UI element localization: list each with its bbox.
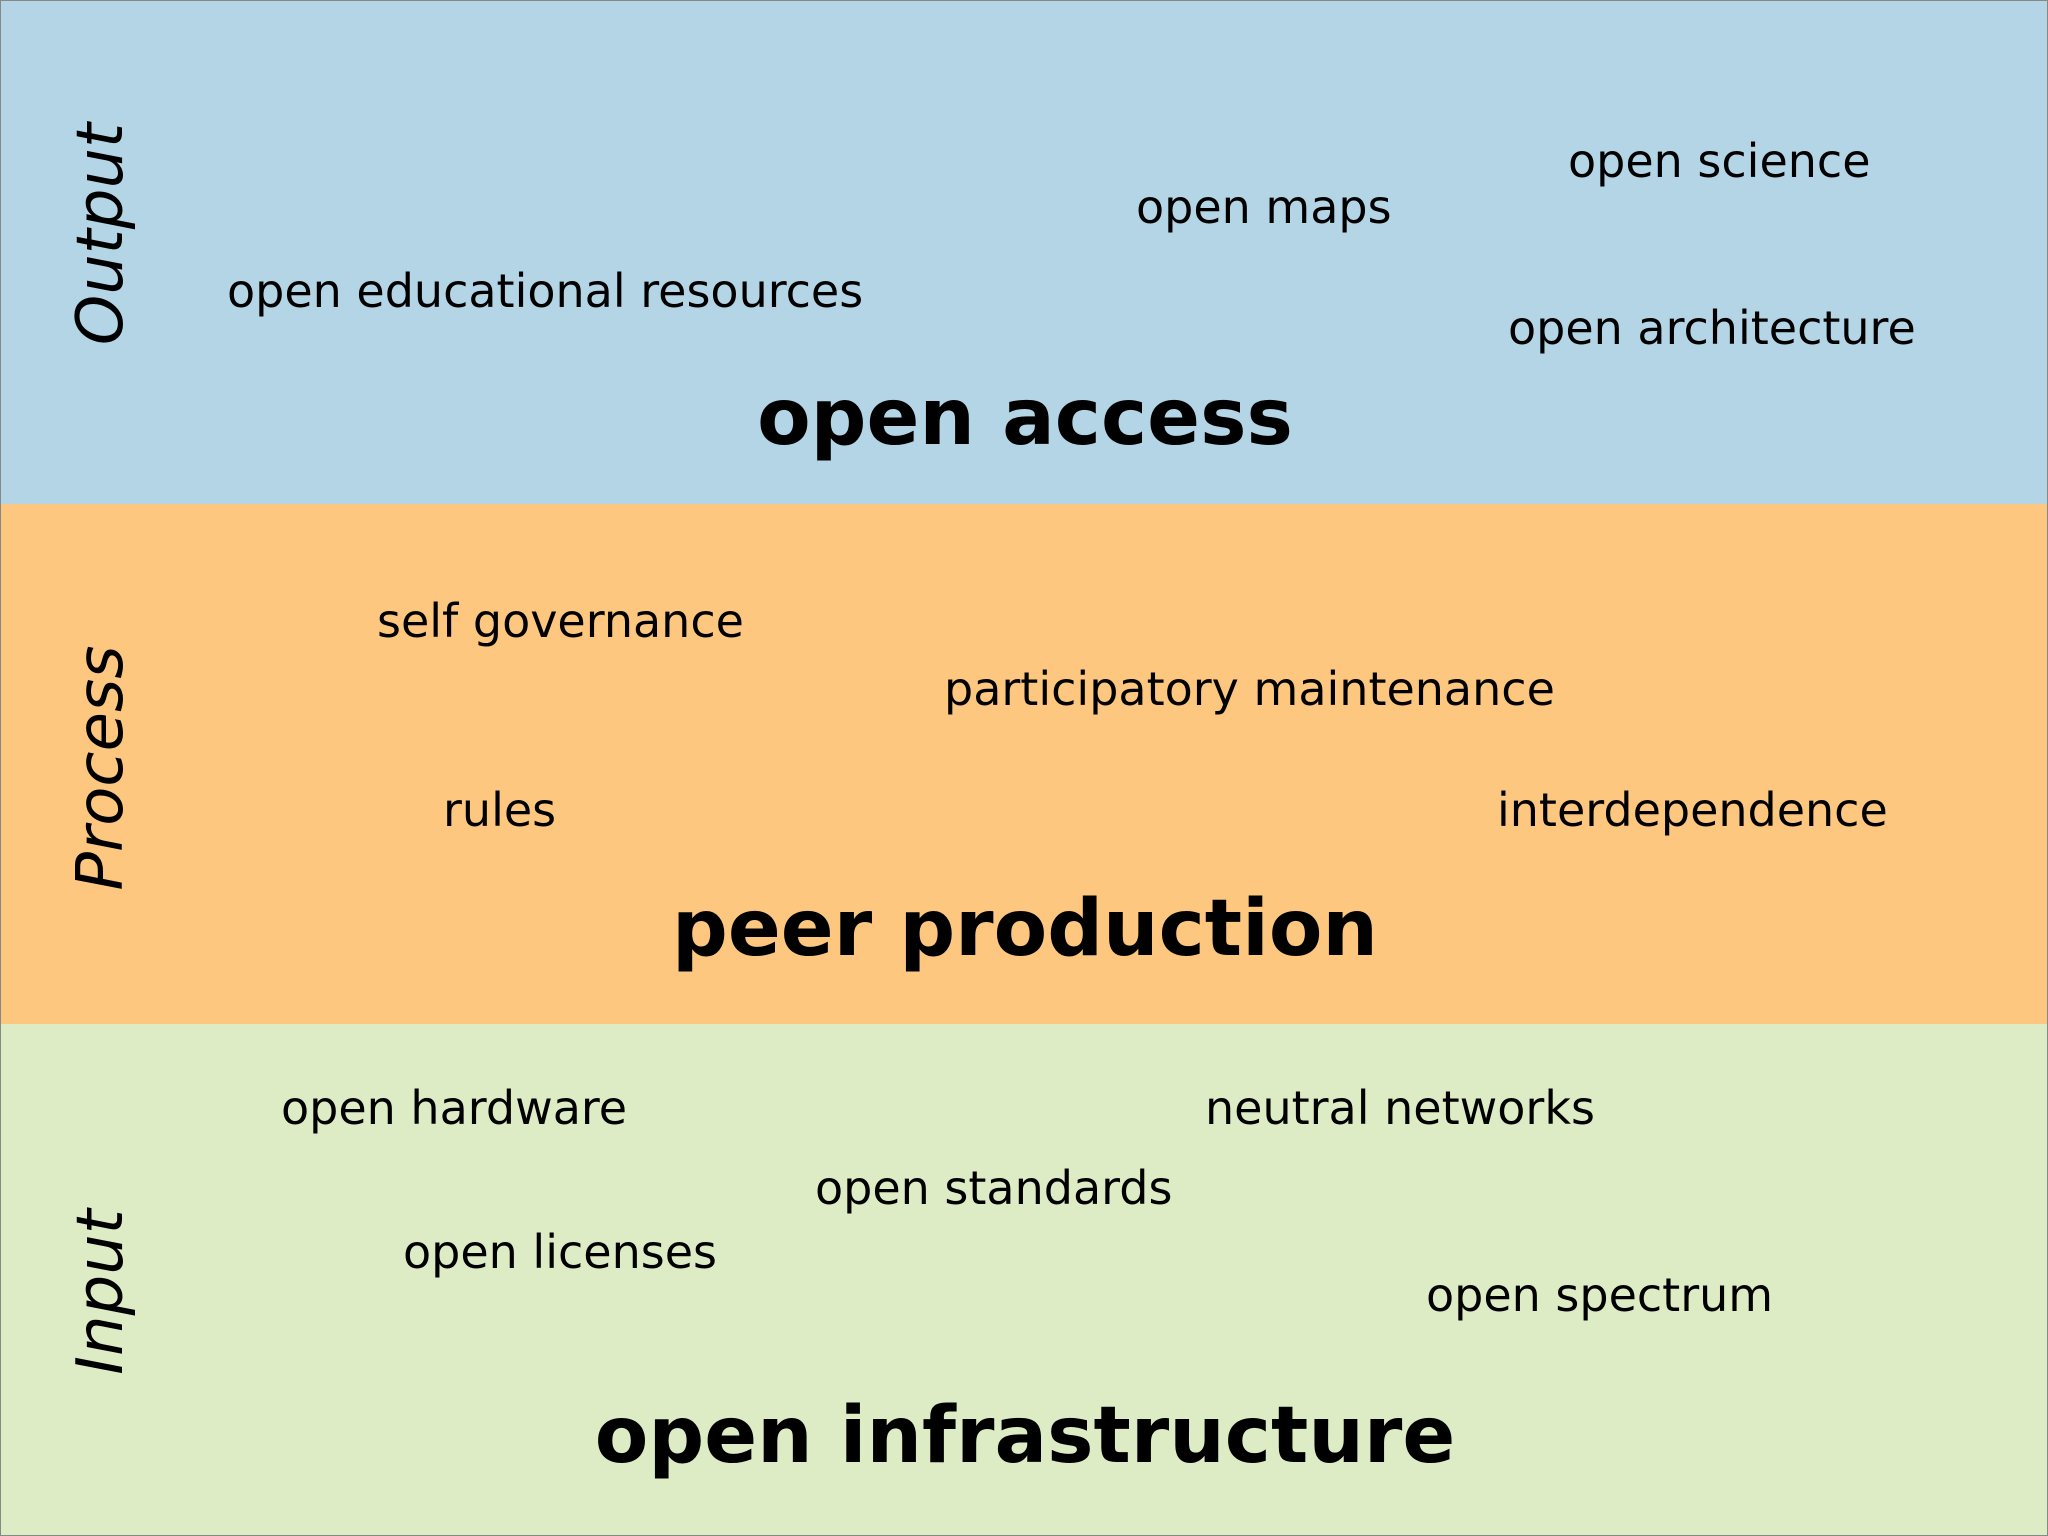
input-band: Input open hardware neutral networks ope… — [1, 1024, 2047, 1535]
term-rules: rules — [443, 783, 557, 837]
term-open-hardware: open hardware — [281, 1081, 628, 1135]
input-headline: open infrastructure — [594, 1391, 1456, 1481]
input-side-label: Input — [64, 1209, 138, 1375]
term-self-governance: self governance — [377, 594, 744, 648]
process-side-label: Process — [64, 645, 138, 891]
process-headline: peer production — [672, 884, 1378, 974]
output-band: Output open educational resources open m… — [1, 1, 2047, 504]
term-open-architecture: open architecture — [1508, 301, 1916, 355]
term-participatory-maintenance: participatory maintenance — [944, 662, 1555, 716]
output-headline: open access — [757, 373, 1293, 463]
term-open-spectrum: open spectrum — [1426, 1268, 1774, 1322]
output-side-label: Output — [64, 122, 138, 346]
term-open-educational-resources: open educational resources — [227, 264, 864, 318]
term-open-maps: open maps — [1136, 180, 1392, 234]
term-open-licenses: open licenses — [403, 1225, 717, 1279]
term-open-standards: open standards — [815, 1161, 1173, 1215]
term-interdependence: interdependence — [1497, 783, 1888, 837]
term-open-science: open science — [1568, 134, 1871, 188]
process-band: Process self governance participatory ma… — [1, 504, 2047, 1024]
term-neutral-networks: neutral networks — [1205, 1081, 1595, 1135]
